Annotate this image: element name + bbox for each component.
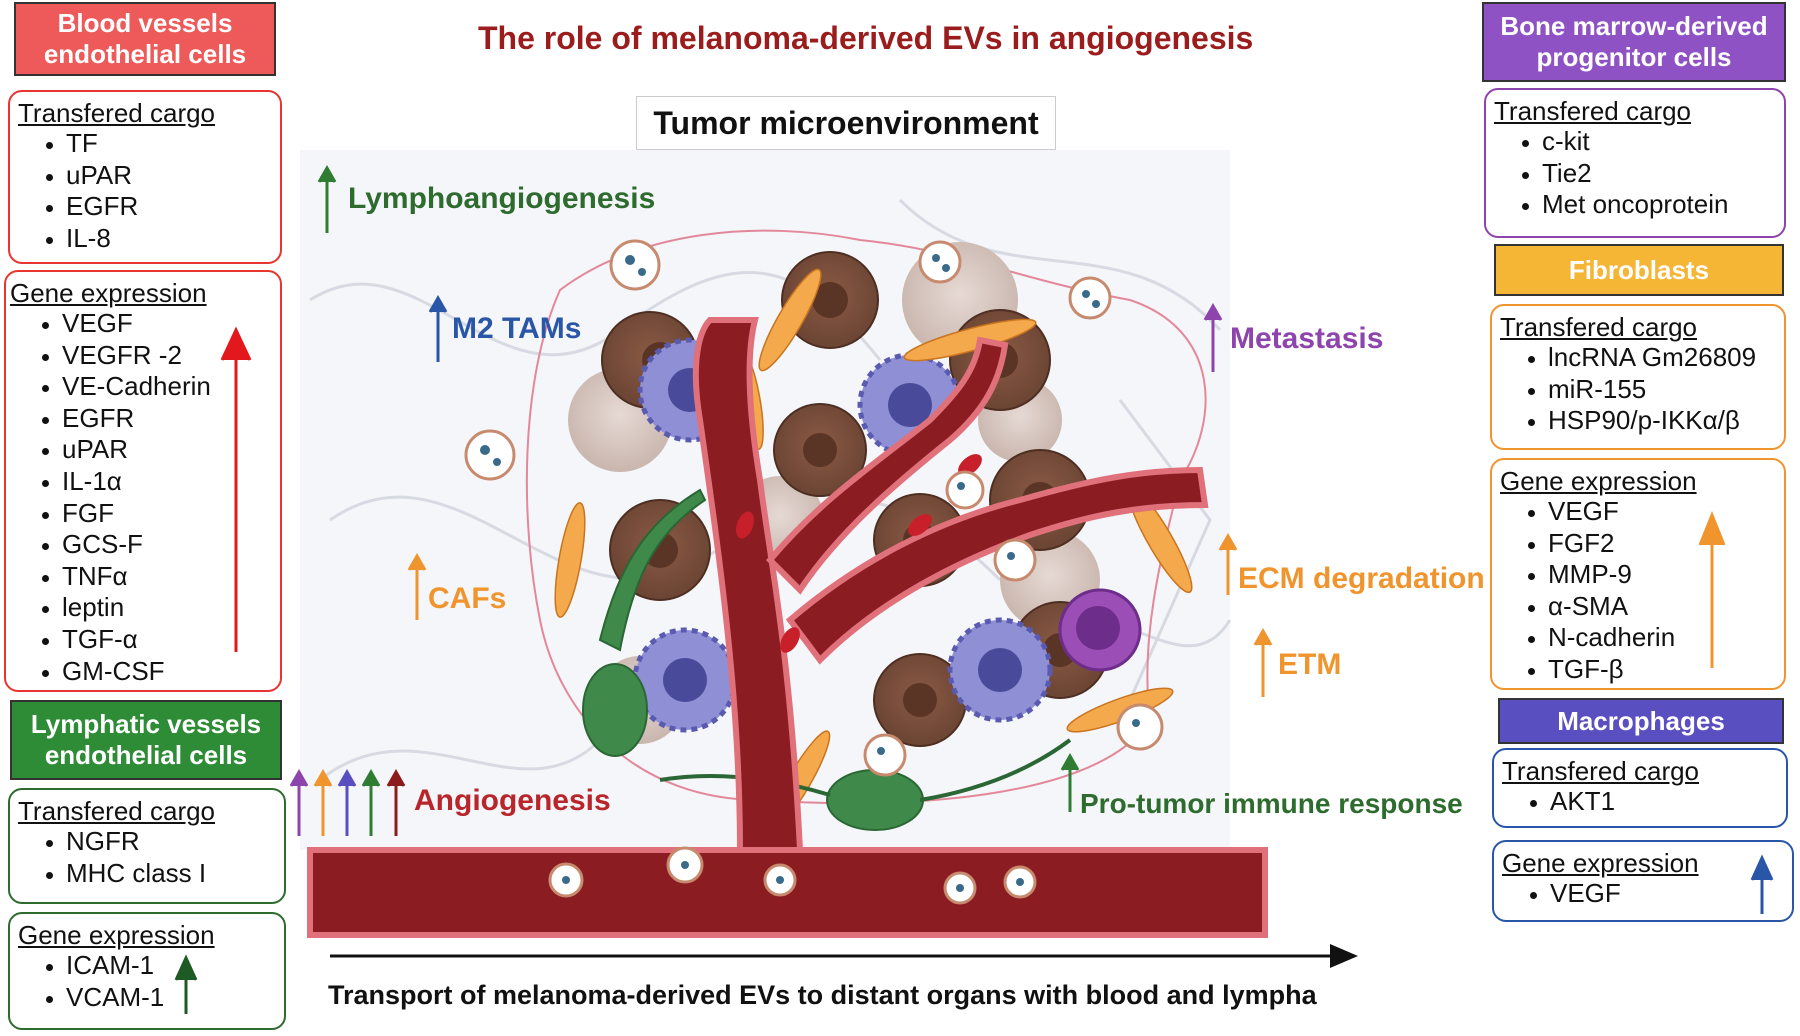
blood-gene-title: Gene expression: [10, 278, 207, 308]
list-item: MHC class I: [66, 858, 284, 890]
fibro-cargo-box: Transfered cargo lncRNA Gm26809 miR-155 …: [1490, 304, 1786, 450]
lymphoangiogenesis-label: Lymphoangiogenesis: [348, 182, 656, 215]
list-item: EGFR: [62, 403, 280, 435]
macro-cargo-box: Transfered cargo AKT1: [1492, 748, 1788, 828]
bone-cargo-title: Transfered cargo: [1494, 96, 1692, 126]
lymph-header-line2: endothelial cells: [44, 740, 248, 770]
transport-arrow: [330, 944, 1358, 968]
list-item: N-cadherin: [1548, 622, 1784, 654]
diagram-title: The role of melanoma-derived EVs in angi…: [478, 20, 1254, 56]
list-item: Tie2: [1542, 158, 1784, 190]
effect-arrows: [289, 164, 1273, 836]
blood-cargo-box: Transfered cargo TF uPAR EGFR IL-8: [8, 90, 282, 264]
etm-label: ETM: [1278, 648, 1342, 681]
tumor-microenvironment-label: Tumor microenvironment: [636, 96, 1056, 150]
list-item: EGFR: [66, 191, 280, 223]
extracellular-vesicles: [464, 239, 1164, 905]
list-item: HSP90/p-IKKα/β: [1548, 405, 1784, 437]
cafs-label: CAFs: [428, 582, 507, 615]
list-item: GCS-F: [62, 529, 280, 561]
blood-header-line2: endothelial cells: [43, 39, 247, 69]
blood-gene-list: VEGF VEGFR -2 VE-Cadherin EGFR uPAR IL-1…: [6, 308, 280, 687]
list-item: VEGF: [1548, 496, 1784, 528]
list-item: VE-Cadherin: [62, 371, 280, 403]
fibro-gene-title: Gene expression: [1500, 466, 1697, 496]
blood-header-line1: Blood vessels: [57, 8, 233, 38]
lymph-cargo-list: NGFR MHC class I: [10, 826, 284, 889]
pro-tumor-immune-label: Pro-tumor immune response: [1080, 788, 1463, 819]
macro-gene-list: VEGF: [1494, 878, 1792, 910]
list-item: NGFR: [66, 826, 284, 858]
list-item: TGF-β: [1548, 654, 1784, 686]
list-item: α-SMA: [1548, 591, 1784, 623]
blood-cargo-title: Transfered cargo: [18, 98, 216, 128]
list-item: VEGFR -2: [62, 340, 280, 372]
list-item: c-kit: [1542, 126, 1784, 158]
list-item: MMP-9: [1548, 559, 1784, 591]
bone-cargo-list: c-kit Tie2 Met oncoprotein: [1486, 126, 1784, 221]
macro-cargo-title: Transfered cargo: [1502, 756, 1700, 786]
metastasis-label: Metastasis: [1230, 322, 1384, 355]
list-item: uPAR: [66, 160, 280, 192]
tumor-boundary: [525, 229, 1207, 805]
transport-caption: Transport of melanoma-derived EVs to dis…: [328, 980, 1317, 1010]
list-item: TGF-α: [62, 624, 280, 656]
m2-tams-label: M2 TAMs: [452, 312, 582, 345]
fibro-cargo-list: lncRNA Gm26809 miR-155 HSP90/p-IKKα/β: [1492, 342, 1784, 437]
bone-header-line1: Bone marrow-derived: [1500, 11, 1768, 41]
upregulation-arrows: [174, 326, 1774, 1014]
list-item: FGF2: [1548, 528, 1784, 560]
list-item: ICAM-1: [66, 950, 284, 982]
tumor-label-text: Tumor microenvironment: [653, 105, 1039, 141]
list-item: IL-8: [66, 223, 280, 255]
lymph-cargo-title: Transfered cargo: [18, 796, 216, 826]
list-item: miR-155: [1548, 374, 1784, 406]
bone-cargo-box: Transfered cargo c-kit Tie2 Met oncoprot…: [1484, 88, 1786, 238]
list-item: AKT1: [1550, 786, 1786, 818]
list-item: GM-CSF: [62, 656, 280, 688]
macro-gene-title: Gene expression: [1502, 848, 1699, 878]
list-item: FGF: [62, 498, 280, 530]
list-item: IL-1α: [62, 466, 280, 498]
ecm-degradation-label: ECM degradation: [1238, 562, 1485, 595]
macrophages-header: Macrophages: [1498, 698, 1784, 744]
lymph-gene-title: Gene expression: [18, 920, 215, 950]
blood-cargo-list: TF uPAR EGFR IL-8: [10, 128, 280, 254]
macro-cargo-list: AKT1: [1494, 786, 1786, 818]
macro-gene-box: Gene expression VEGF: [1492, 840, 1794, 922]
lymph-header-line1: Lymphatic vessels: [30, 709, 262, 739]
angiogenesis-label: Angiogenesis: [414, 784, 611, 817]
list-item: lncRNA Gm26809: [1548, 342, 1784, 374]
lymphatic-vessels-green: [582, 488, 1072, 831]
bone-header-line2: progenitor cells: [1536, 42, 1732, 72]
fibro-gene-box: Gene expression VEGF FGF2 MMP-9 α-SMA N-…: [1490, 458, 1786, 690]
list-item: uPAR: [62, 434, 280, 466]
list-item: VEGF: [62, 308, 280, 340]
list-item: TF: [66, 128, 280, 160]
list-item: VCAM-1: [66, 982, 284, 1014]
lymph-gene-box: Gene expression ICAM-1 VCAM-1: [8, 912, 286, 1030]
fibro-gene-list: VEGF FGF2 MMP-9 α-SMA N-cadherin TGF-β: [1492, 496, 1784, 686]
lymph-cargo-box: Transfered cargo NGFR MHC class I: [8, 788, 286, 904]
list-item: Met oncoprotein: [1542, 189, 1784, 221]
list-item: leptin: [62, 592, 280, 624]
list-item: VEGF: [1550, 878, 1792, 910]
ev-cargo-dots: [480, 254, 1140, 892]
lymph-gene-list: ICAM-1 VCAM-1: [10, 950, 284, 1013]
fibro-cargo-title: Transfered cargo: [1500, 312, 1698, 342]
fibroblasts-header: Fibroblasts: [1494, 244, 1784, 296]
list-item: TNFα: [62, 561, 280, 593]
